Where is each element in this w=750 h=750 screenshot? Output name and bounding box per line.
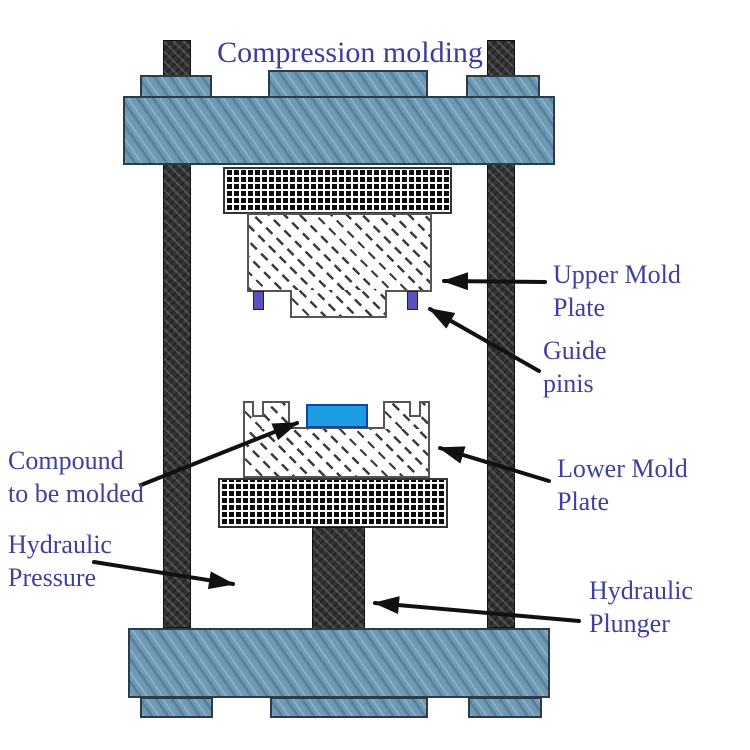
label-line: Compound — [8, 446, 124, 475]
hydraulic-plunger — [312, 527, 365, 629]
label-line: Plate — [553, 293, 605, 322]
label-line: Upper Mold — [553, 260, 681, 289]
label-line: pinis — [543, 369, 594, 398]
guide-pin-hole-right — [409, 401, 421, 417]
base-foot-right — [468, 697, 542, 718]
label-line: Guide — [543, 336, 607, 365]
crossbeam-tab-center — [268, 70, 428, 98]
base-plate — [128, 628, 550, 698]
upper-heating-platen — [223, 167, 452, 214]
label-line: to be molded — [8, 479, 144, 508]
label-compound: Compound to be molded — [8, 444, 144, 510]
label-lower-mold-plate: Lower Mold Plate — [557, 452, 688, 518]
label-line: Hydraulic — [589, 576, 693, 605]
lower-mold-wall-left — [243, 401, 290, 429]
guide-pin-hole-left — [252, 401, 264, 417]
lower-mold-plate — [243, 427, 430, 478]
upper-mold-plate-core — [290, 290, 387, 318]
top-crossbeam — [123, 96, 555, 165]
label-line: Lower Mold — [557, 454, 688, 483]
label-guide-pins: Guide pinis — [543, 334, 607, 400]
guide-pin-left — [253, 291, 264, 310]
label-line: Hydraulic — [8, 530, 112, 559]
crossbeam-tab-right — [466, 75, 540, 98]
label-line: Pressure — [8, 563, 97, 592]
label-upper-mold-plate: Upper Mold Plate — [553, 258, 681, 324]
label-line: Plate — [557, 487, 609, 516]
base-foot-center — [270, 697, 428, 718]
label-hydraulic-plunger: Hydraulic Plunger — [589, 574, 693, 640]
crossbeam-tab-left — [140, 75, 212, 98]
lower-mold-wall-right — [383, 401, 430, 429]
upper-mold-plate — [247, 213, 432, 292]
base-foot-left — [140, 697, 213, 718]
arrow-guide-pins — [428, 307, 541, 373]
diagram-title: Compression molding — [217, 36, 483, 69]
label-line: Plunger — [589, 609, 670, 638]
guide-pin-right — [407, 291, 418, 310]
lower-heating-platen — [218, 478, 448, 528]
arrow-hydraulic-plunger — [373, 596, 581, 623]
molding-compound — [306, 404, 368, 428]
label-hydraulic-pressure: Hydraulic Pressure — [8, 528, 112, 594]
